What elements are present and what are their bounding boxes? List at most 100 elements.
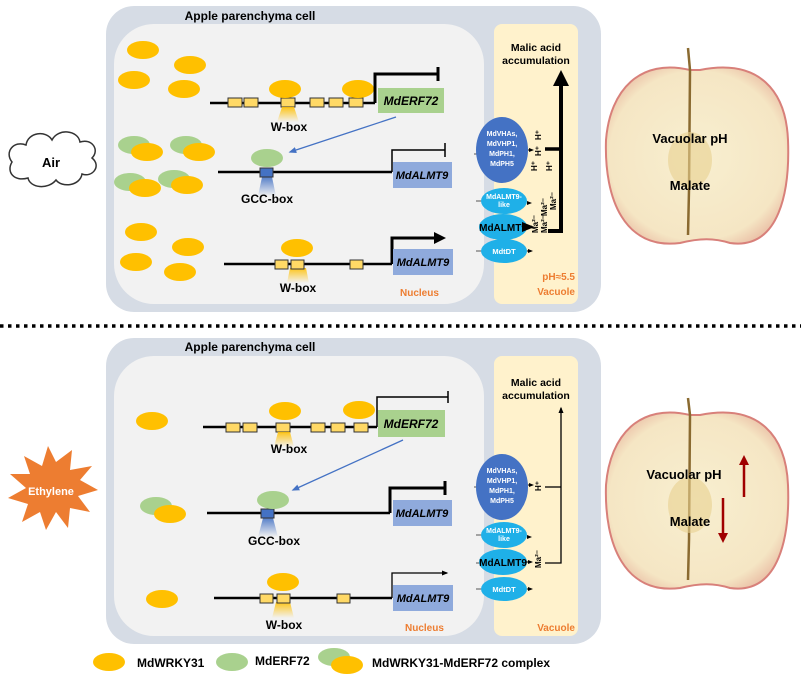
transporter-label: MdtDT [492,585,516,594]
erf72-gene-box [378,88,444,113]
transporter-label: MdVHP1, [487,141,517,148]
gene-almt9-gcc: MdALMT9 GCC-box [207,481,452,548]
transporter-label: like [498,202,510,209]
motif-label: W-box [271,442,308,456]
svg-text:H⁺: H⁺ [534,146,543,156]
erf72-bound [257,491,289,509]
transporter-label: MdPH1, [489,488,515,495]
transporter-label: MdVHAs, [487,131,518,138]
transporter-label: MdPH5 [490,498,514,505]
proton-pump [476,117,528,183]
svg-text:H⁺: H⁺ [530,161,539,171]
erf72-gene-box [378,410,445,437]
legend: MdWRKY31 MdERF72 MdWRKY31-MdERF72 comple… [93,648,550,674]
vacuolar-ph-label: Vacuolar pH [652,131,727,146]
transporter-label: MdALMT9- [486,528,522,535]
malate-label: Malate [670,514,710,529]
gene-almt9-gcc: MdALMT9 GCC-box [218,143,452,206]
ethylene-burst-icon: Ethylene [8,446,98,530]
motif-label: GCC-box [248,534,300,548]
stimulus-label: Ethylene [28,486,74,498]
svg-text:H⁺: H⁺ [534,130,543,140]
transporter-label: MdALMT9 [479,223,527,234]
transporters-ethylene: MdVHAs, MdVHP1, MdPH1, MdPH5 MdALMT9- li… [474,454,534,601]
erf72-bound [251,149,283,167]
cell-title: Apple parenchyma cell [185,9,316,23]
gene-label: MdERF72 [384,94,439,108]
motif-label: W-box [271,120,308,134]
legend-item-complex: MdWRKY31-MdERF72 complex [318,648,550,674]
cell-title: Apple parenchyma cell [185,340,316,354]
panel-ethylene: Ethylene Apple parenchyma cell Nucleus M… [8,338,790,644]
svg-text:Ma²⁻: Ma²⁻ [531,215,540,233]
free-wrky31-proteins-lower [120,223,204,281]
apple-illustration: Vacuolar pH Malate [604,47,790,245]
legend-label: MdWRKY31-MdERF72 complex [372,656,550,670]
ph-label: pH≈5.5 [542,272,575,283]
proton-pump [476,454,528,520]
accumulation-arrow [545,406,564,564]
legend-item-erf72: MdERF72 [216,653,310,671]
ion-labels-ethylene: H⁺ Ma²⁻ [534,481,543,568]
vacuole-label: Vacuole [537,287,575,298]
vacuole-title: accumulation [502,390,570,402]
gene-erf72: MdERF72 W-box [210,67,444,134]
legend-item-wrky31: MdWRKY31 [93,653,205,671]
almt9-gene-box [393,585,453,611]
vacuolar-ph-label: Vacuolar pH [646,467,721,482]
wrky31-bound [269,402,301,420]
erf72-swatch [216,653,248,671]
vacuole-title: Malic acid [511,377,561,389]
gene-label: MdALMT9 [396,170,449,182]
svg-text:H⁺: H⁺ [545,161,554,171]
almt9-gene-box [393,500,452,526]
legend-label: MdERF72 [255,654,310,668]
gene-label: MdERF72 [384,417,439,431]
svg-text:Ma²⁻: Ma²⁻ [540,198,549,216]
wrky31-bound [267,573,299,591]
wrky31-bound [281,239,313,257]
svg-text:Ma²⁻: Ma²⁻ [534,550,543,568]
vacuole-title: accumulation [502,55,570,67]
svg-text:Ma²⁻: Ma²⁻ [540,215,549,233]
nucleus-label: Nucleus [400,288,439,299]
panel-air: Air Apple parenchyma cell Nucleus [8,6,790,312]
svg-text:Ma²⁻: Ma²⁻ [549,192,558,210]
nucleus-label: Nucleus [405,623,444,634]
complex-swatch [331,656,363,674]
legend-label: MdWRKY31 [137,656,205,670]
air-cloud-icon: Air [8,131,97,188]
wrky31-swatch [93,653,125,671]
wrky31-bound [342,80,374,98]
almt9-like-channel [481,522,527,548]
stimulus-label: Air [42,155,60,170]
transporter-label: MdPH1, [489,151,515,158]
transporter-label: like [498,536,510,543]
gene-erf72: MdERF72 W-box [203,391,449,456]
vacuole-title: Malic acid [511,42,561,54]
gene-almt9-wbox: MdALMT9 W-box [224,232,453,295]
transporters-air: MdVHAs, MdVHP1, MdPH1, MdPH5 MdALMT9- li… [474,117,535,263]
gene-label: MdALMT9 [397,257,450,269]
free-complex [140,497,186,523]
free-wrky31 [146,590,178,608]
tdt-transporter [481,239,527,263]
vacuole-label: Vacuole [537,623,575,634]
regulation-arrow [291,439,404,491]
motif-label: GCC-box [241,192,293,206]
ion-labels-air: H⁺ H⁺ H⁺ H⁺ Ma²⁻ Ma²⁻ Ma²⁻ Ma²⁻ [530,130,558,233]
gene-label: MdALMT9 [396,508,449,520]
transporter-label: MdVHP1, [487,478,517,485]
transporter-label: MdALMT9 [479,558,527,569]
wrky31-bound [269,80,301,98]
free-wrky31-proteins [118,41,206,98]
wrky31-bound [343,401,375,419]
transporter-label: MdtDT [492,247,516,256]
malate-label: Malate [670,178,710,193]
almt9-like-channel [481,188,527,214]
almt9-gene-box [393,249,453,275]
gene-almt9-wbox: MdALMT9 W-box [214,570,453,632]
tdt-transporter [481,577,527,601]
svg-text:H⁺: H⁺ [534,481,543,491]
